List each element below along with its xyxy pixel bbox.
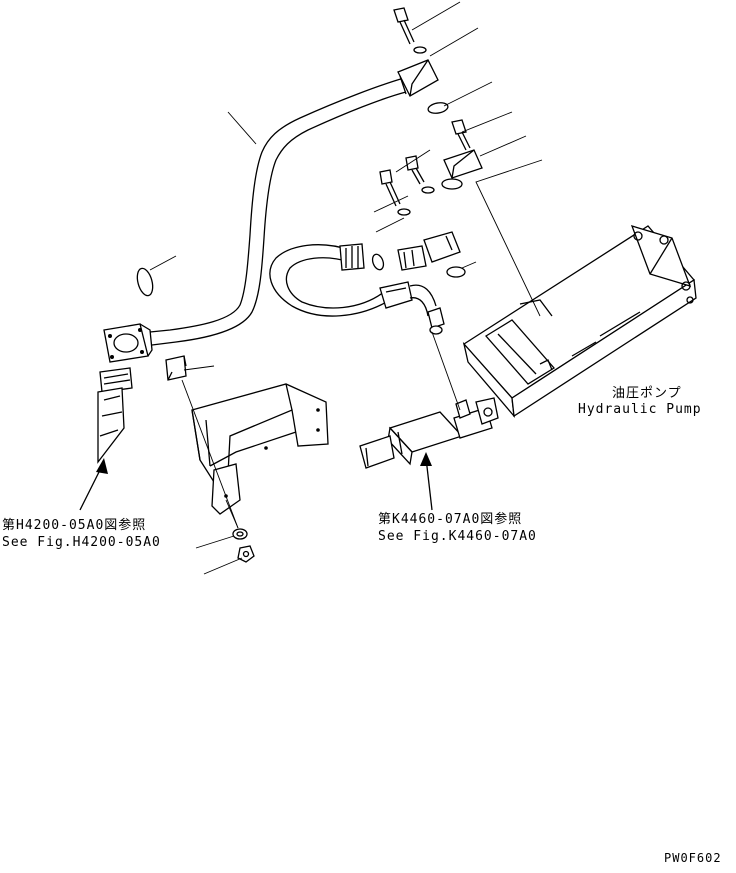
ref-h-label-en: See Fig.H4200-05A0 xyxy=(2,535,161,550)
line-filter xyxy=(359,397,499,469)
pump-label-jp: 油圧ポンプ xyxy=(612,386,682,401)
mid-bolt xyxy=(451,119,471,151)
tube-top-flange xyxy=(397,59,439,97)
o-ring-pump xyxy=(446,266,466,278)
tube-clamp xyxy=(165,355,187,381)
o-ring-left xyxy=(136,267,154,297)
bracket-washer-nut xyxy=(225,499,255,563)
hose-top-fitting xyxy=(397,231,461,271)
ref-h-label-jp: 第H4200-05A0図参照 xyxy=(2,518,147,533)
split-flange xyxy=(443,149,483,179)
tube-elbow-flange xyxy=(103,323,153,363)
o-ring-top xyxy=(427,102,449,114)
drawing-code: PW0F602 xyxy=(664,851,722,865)
leader-lines xyxy=(149,1,543,575)
hydraulic-pump xyxy=(462,225,697,419)
o-ring-right xyxy=(441,178,463,190)
ref-arrow-k xyxy=(420,452,433,511)
o-ring-lower xyxy=(429,325,443,335)
pump-label-en: Hydraulic Pump xyxy=(578,402,702,417)
mount-bracket xyxy=(191,383,329,515)
left-hose-assembly xyxy=(97,367,133,464)
ref-arrow-h xyxy=(79,458,108,511)
o-ring-hose xyxy=(371,253,385,271)
ref-k-label-en: See Fig.K4460-07A0 xyxy=(378,529,537,544)
suction-tube xyxy=(149,77,407,346)
ref-k-label-jp: 第K4460-07A0図参照 xyxy=(378,512,523,527)
flexible-hose xyxy=(269,243,445,329)
top-bolt xyxy=(393,7,427,54)
